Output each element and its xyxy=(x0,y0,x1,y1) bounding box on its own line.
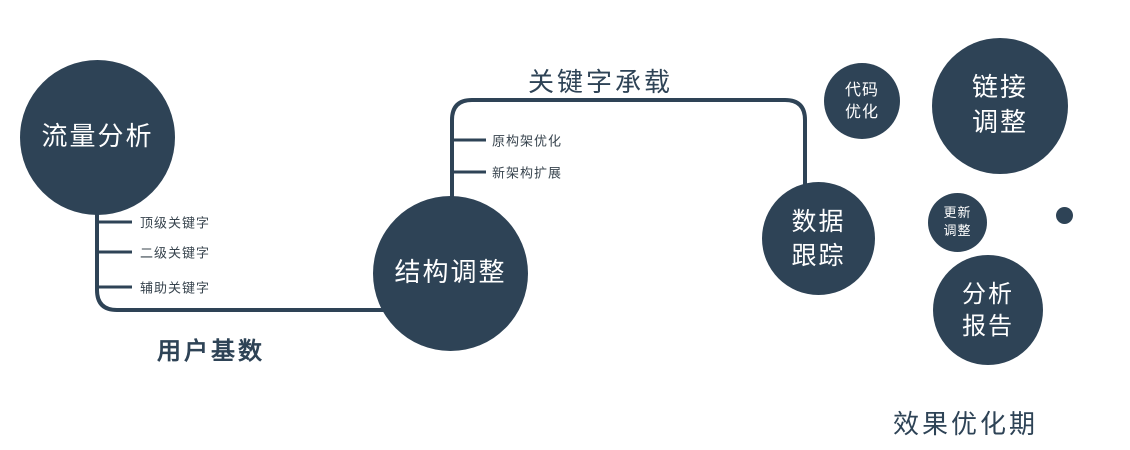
node-data-tracking-line2: 跟踪 xyxy=(791,240,846,270)
dot-marker xyxy=(1056,207,1073,224)
tick-label-arch-optimize: 原构架优化 xyxy=(492,134,563,150)
node-code-optimization-line2: 优化 xyxy=(844,102,879,121)
node-link-adjustment-line2: 调整 xyxy=(971,108,1028,138)
caption-effect-optimization-period: 效果优化期 xyxy=(893,410,1039,440)
node-traffic-analysis: 流量分析 xyxy=(20,60,175,215)
node-analysis-report-line1: 分析 xyxy=(962,279,1014,308)
connector-keyword-carry xyxy=(450,98,807,212)
edge-label-keyword-carry: 关键字承载 xyxy=(528,68,674,98)
node-link-adjustment-line1: 链接 xyxy=(971,72,1028,103)
node-traffic-analysis-label: 流量分析 xyxy=(41,121,154,152)
node-analysis-report-line2: 报告 xyxy=(962,312,1014,340)
tick-label-second-keyword: 二级关键字 xyxy=(140,246,211,262)
tick-label-aux-keyword: 辅助关键字 xyxy=(140,281,211,297)
node-update-adjustment-line1: 更新 xyxy=(943,205,972,221)
node-structure-adjustment-label: 结构调整 xyxy=(394,257,507,288)
tick-label-top-keyword: 顶级关键字 xyxy=(140,216,211,232)
node-code-optimization: 代码 优化 xyxy=(824,63,900,139)
node-structure-adjustment: 结构调整 xyxy=(373,196,528,351)
node-analysis-report: 分析 报告 xyxy=(933,255,1043,365)
node-data-tracking-line1: 数据 xyxy=(791,206,846,236)
node-update-adjustment: 更新 调整 xyxy=(928,193,987,252)
node-code-optimization-line1: 代码 xyxy=(844,80,879,100)
edge-label-user-base: 用户基数 xyxy=(157,337,265,365)
tick-label-arch-expand: 新架构扩展 xyxy=(492,166,563,182)
connector-user-base xyxy=(95,195,410,312)
node-update-adjustment-line2: 调整 xyxy=(943,223,972,239)
node-link-adjustment: 链接 调整 xyxy=(932,38,1068,174)
node-data-tracking: 数据 跟踪 xyxy=(762,182,875,295)
